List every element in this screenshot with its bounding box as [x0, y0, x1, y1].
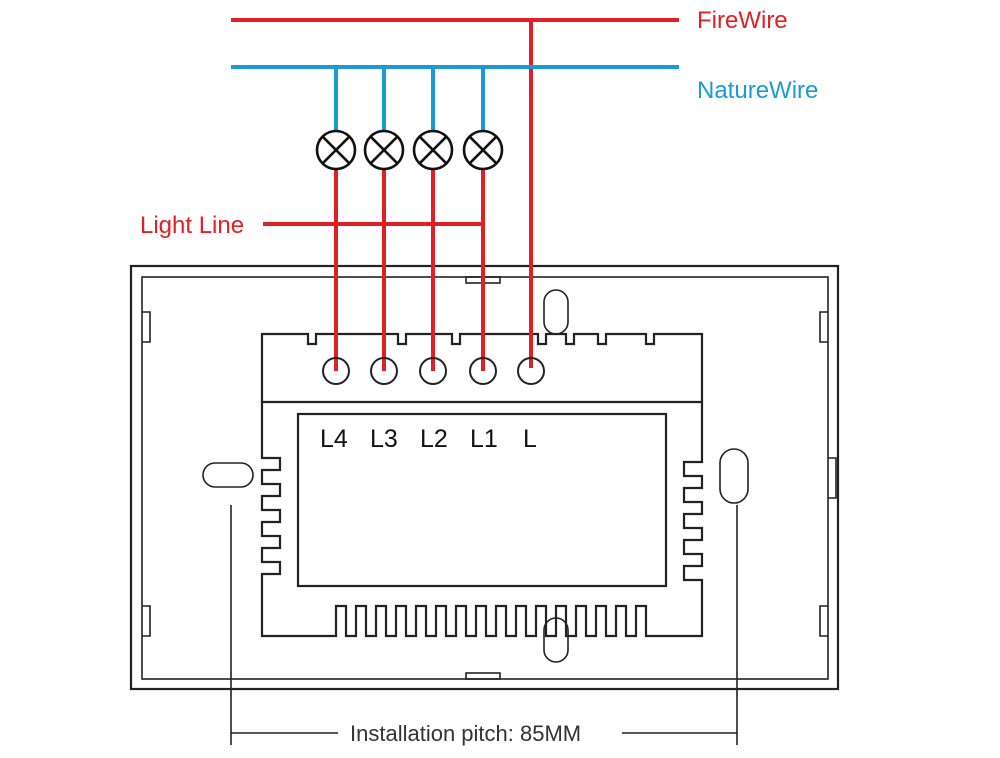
- lamp-2-icon: [412, 129, 454, 171]
- light-line: [263, 169, 485, 371]
- terminal-screw-l3: [370, 357, 398, 385]
- inner-module: [260, 400, 704, 638]
- terminal-screw-l1: [469, 357, 497, 385]
- terminal-label-l4: L4: [320, 425, 348, 453]
- terminal-block: [260, 332, 704, 402]
- nature-wire: [231, 65, 679, 131]
- lamp-1-icon: [462, 129, 504, 171]
- lamps: [315, 129, 504, 171]
- fire-wire-label: FireWire: [697, 7, 788, 34]
- terminal-screw-l: [517, 357, 545, 385]
- terminal-label-l3: L3: [370, 425, 398, 453]
- terminal-screw-l2: [419, 357, 447, 385]
- installation-pitch-dimension: Installation pitch: 85MM: [230, 505, 738, 746]
- fire-wire: [231, 18, 679, 368]
- terminal-label-l: L: [523, 425, 537, 453]
- installation-pitch-label: Installation pitch: 85MM: [350, 721, 581, 746]
- terminal-screw-l4: [322, 357, 350, 385]
- nature-wire-label: NatureWire: [697, 77, 818, 104]
- terminal-screws: [322, 357, 545, 385]
- terminal-labels: L4 L3 L2 L1 L: [320, 425, 537, 453]
- terminal-label-l2: L2: [420, 425, 448, 453]
- lamp-3-icon: [363, 129, 405, 171]
- lamp-4-icon: [315, 129, 357, 171]
- terminal-label-l1: L1: [470, 425, 498, 453]
- light-line-label: Light Line: [140, 212, 244, 239]
